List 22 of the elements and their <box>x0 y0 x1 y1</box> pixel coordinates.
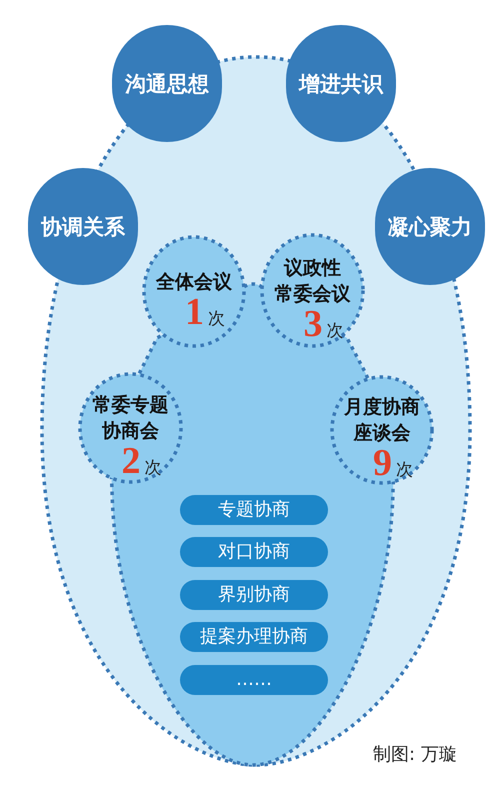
count-number: 2 <box>122 444 140 478</box>
count-number: 9 <box>373 446 392 480</box>
caption: 制图: 万璇 <box>373 743 457 767</box>
meeting-name: 常委专题协商会 <box>91 393 170 444</box>
topic-pill: 提案办理协商 <box>180 622 328 652</box>
meeting-name: 月度协商座谈会 <box>342 395 421 446</box>
count-unit: 次 <box>396 460 413 480</box>
topic-pill: …… <box>180 665 328 695</box>
count-unit: 次 <box>144 458 162 478</box>
meeting-circle <box>142 235 246 348</box>
topic-pill: 对口协商 <box>180 537 328 567</box>
meeting-circle <box>330 375 434 485</box>
meeting-circle <box>260 233 365 348</box>
topic-pill: 界别协商 <box>180 580 328 610</box>
count-number: 3 <box>304 306 322 340</box>
meeting-name: 议政性常委会议 <box>273 256 352 306</box>
topic-pill: 专题协商 <box>180 495 328 525</box>
count-unit: 次 <box>326 320 344 340</box>
count-unit: 次 <box>208 308 225 328</box>
meeting-name: 全体会议 <box>154 270 233 294</box>
meeting-circle <box>78 372 183 484</box>
count-number: 1 <box>185 294 204 328</box>
